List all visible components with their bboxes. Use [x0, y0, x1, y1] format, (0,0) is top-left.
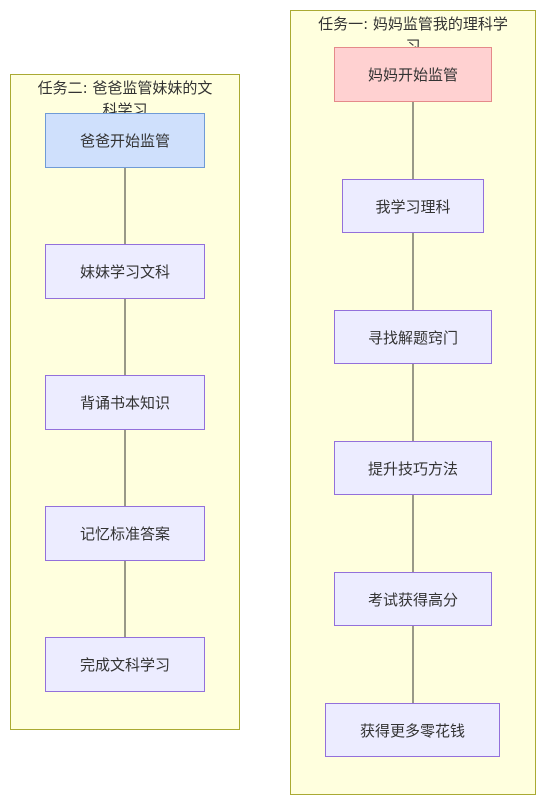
node-more-pocket-money[interactable]: 获得更多零花钱	[325, 703, 500, 757]
node-my-study-label: 我学习理科	[375, 197, 451, 216]
node-improve-skills[interactable]: 提升技巧方法	[334, 441, 492, 495]
node-memorize-label: 记忆标准答案	[79, 525, 170, 543]
node-exam-high-score[interactable]: 考试获得高分	[334, 572, 492, 626]
node-exam-label: 考试获得高分	[367, 590, 458, 609]
node-complete-label: 完成文科学习	[79, 656, 170, 674]
node-improve-label: 提升技巧方法	[367, 459, 458, 478]
node-find-tricks[interactable]: 寻找解题窍门	[334, 310, 492, 364]
node-dad-start[interactable]: 爸爸开始监管	[45, 113, 205, 168]
node-find-tricks-label: 寻找解题窍门	[367, 328, 458, 347]
node-pocket-money-label: 获得更多零花钱	[359, 721, 465, 740]
node-complete-liberal-arts[interactable]: 完成文科学习	[45, 637, 205, 692]
node-sister-study-label: 妹妹学习文科	[79, 263, 170, 281]
node-my-science-study[interactable]: 我学习理科	[342, 179, 484, 233]
node-mom-start-label: 妈妈开始监管	[367, 66, 458, 84]
node-recite-label: 背诵书本知识	[79, 394, 170, 412]
node-memorize-answers[interactable]: 记忆标准答案	[45, 506, 205, 561]
node-recite-book-knowledge[interactable]: 背诵书本知识	[45, 375, 205, 430]
node-dad-start-label: 爸爸开始监管	[79, 132, 170, 150]
node-sister-study-liberal-arts[interactable]: 妹妹学习文科	[45, 244, 205, 299]
node-mom-start[interactable]: 妈妈开始监管	[334, 47, 492, 102]
